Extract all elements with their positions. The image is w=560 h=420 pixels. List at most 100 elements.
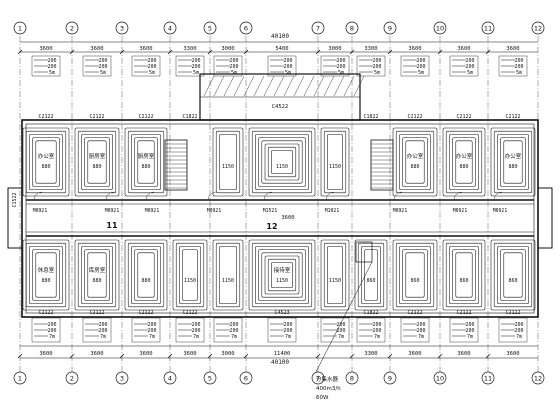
coil-loop (320, 127, 350, 197)
axis-number-bottom: 8 (350, 375, 354, 383)
coil-loop (87, 140, 107, 184)
door-tag: M0921 (453, 208, 468, 214)
loop-note-bottom-value: 200 (372, 328, 381, 334)
coil-loop (445, 130, 483, 194)
axis-bubble-bottom (13, 371, 27, 385)
dim-tick (437, 353, 443, 359)
loop-note-bottom (449, 317, 479, 343)
canopy-hatch (273, 75, 285, 97)
loop-note-bottom (82, 317, 112, 343)
room-size-lower: 880 (92, 278, 101, 284)
coil-loop (179, 246, 201, 304)
axis-number-bottom: 12 (534, 375, 542, 383)
room-size-upper: 880 (410, 164, 419, 170)
window-tag-top: C1822 (182, 114, 197, 120)
window-tag-bottom: C2122 (505, 310, 520, 316)
canopy-hatch (233, 75, 245, 97)
window-tag-top: C2122 (138, 114, 153, 120)
top-dim-value: 3600 (139, 46, 152, 52)
canopy-hatch (323, 75, 335, 97)
top-dim-value: 5400 (275, 46, 288, 52)
bottom-dim-value: 3600 (139, 351, 152, 357)
room-size-lower: 880 (41, 278, 50, 284)
room-size-lower: 860 (366, 278, 375, 284)
axis-bubble-bottom (203, 371, 217, 385)
coil-loop (354, 239, 388, 311)
loop-note-top-value: 200 (283, 58, 292, 64)
loop-note-bottom-value: 200 (98, 328, 107, 334)
manifold-box (355, 241, 373, 263)
loop-note-bottom-value: 200 (283, 322, 292, 328)
dim-tick (207, 49, 213, 55)
loop-note-bottom-value: 200 (147, 328, 156, 334)
loop-note-top-value: 200 (283, 64, 292, 70)
window-tag-bottom: C2122 (138, 310, 153, 316)
loop-note-top-value: 200 (336, 64, 345, 70)
coil-loop (271, 262, 293, 288)
left-stair (164, 139, 188, 191)
axis-bubble-top (531, 21, 545, 35)
axis-number-top: 5 (208, 25, 212, 33)
top-dim-value: 3600 (506, 46, 519, 52)
loop-note-bottom-length: 7m (374, 334, 380, 340)
coil-loop (402, 137, 428, 187)
equipment-label-2: 400m3/h (316, 386, 341, 392)
axis-bubble-top (311, 21, 325, 35)
coil-loop (32, 137, 60, 187)
coil-loop (327, 246, 343, 304)
axis-bubble-top (481, 21, 495, 35)
coil-loop (215, 242, 241, 308)
coil-loop (22, 239, 70, 311)
window-tag-bottom: C2122 (182, 310, 197, 316)
coil-loop (29, 246, 63, 304)
loop-note-top (131, 55, 161, 77)
loop-note-top-length: 5m (193, 70, 199, 76)
canopy-hatch (253, 75, 265, 97)
coil-loop (131, 134, 161, 190)
door-swing (263, 191, 273, 201)
room-size-lower: 1150 (184, 278, 196, 284)
door-tag: M0921 (105, 208, 120, 214)
coil-loop (255, 246, 309, 304)
room-label-upper: 厨房室 (89, 152, 106, 160)
heating-coil (212, 239, 244, 311)
coil-loop (124, 127, 168, 197)
left-side-window: C1522 (12, 192, 18, 207)
coil-loop (137, 252, 155, 298)
bottom-dim-value: 3600 (90, 351, 103, 357)
room-label-lower: 库房室 (89, 266, 106, 274)
coil-loop (449, 134, 479, 190)
top-dim-value: 3300 (364, 46, 377, 52)
heating-coil (248, 127, 316, 197)
axis-number-top: 3 (120, 25, 124, 33)
loop-note-bottom-length: 7m (338, 334, 344, 340)
coil-loop (131, 246, 161, 304)
coil-loop (134, 249, 158, 301)
equipment-label-1: 分集水器 (316, 375, 339, 383)
coil-loop (212, 127, 244, 197)
room-label-lower: 接待室 (274, 266, 291, 274)
coil-loop (271, 150, 293, 174)
coil-loop (500, 137, 526, 187)
center-section-tag: 12 (266, 222, 277, 231)
equipment-label-3: 60W (316, 395, 329, 401)
loop-note-bottom-value: 200 (372, 322, 381, 328)
coil-loop (264, 255, 300, 295)
dimension-lines: 3600360036003600360036003300360030003000… (17, 41, 538, 359)
heating-coil (320, 127, 350, 197)
top-dim-value: 3600 (457, 46, 470, 52)
loop-note-bottom-value: 200 (191, 322, 200, 328)
bottom-total-dim: 40100 (271, 359, 289, 366)
heating-coil (442, 127, 486, 197)
coil-loop (395, 130, 435, 194)
bottom-dim-value: 3300 (364, 351, 377, 357)
axis-number-bottom: 11 (484, 375, 492, 383)
axis-number-bottom: 5 (208, 375, 212, 383)
coil-loop (258, 137, 306, 187)
loop-note-top-value: 200 (465, 58, 474, 64)
canopy-hatch (223, 75, 235, 97)
coil-loop (323, 242, 347, 308)
loop-note-top-value: 200 (47, 58, 56, 64)
loop-note-bottom (498, 317, 528, 343)
